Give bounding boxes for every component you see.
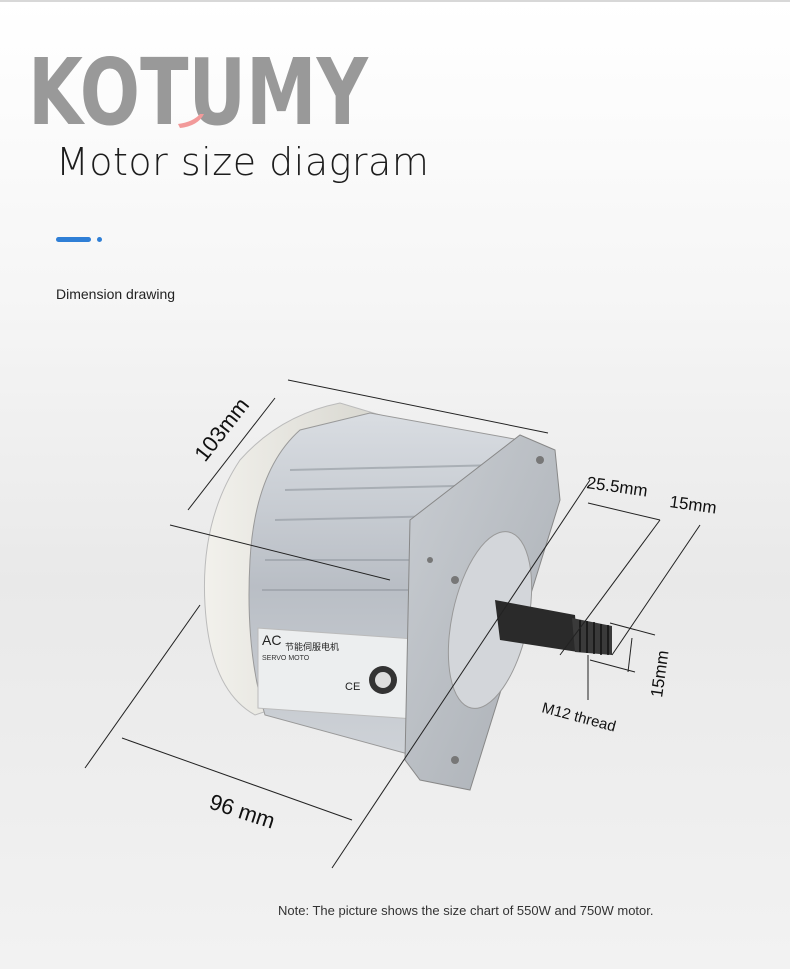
label-name-en: SERVO MOTO	[262, 655, 310, 662]
motor-dimension-diagram: AC 节能伺服电机 SERVO MOTO CE 1	[84, 379, 718, 869]
dimension-thread: M12 thread	[540, 699, 618, 735]
dimension-depth: 96 mm	[206, 789, 278, 834]
dimension-lines	[84, 379, 701, 869]
label-name-cn: 节能伺服电机	[285, 641, 339, 652]
motor-shaft	[495, 600, 612, 655]
dimension-flange: 25.5mm	[585, 473, 648, 500]
label-type: AC	[262, 632, 281, 648]
accent-bar	[56, 237, 91, 242]
dimension-shaft-diameter: 15mm	[647, 649, 672, 698]
footer-note: Note: The picture shows the size chart o…	[278, 903, 654, 918]
brand-logo: KOTUMY	[28, 44, 369, 134]
page-title: Motor size diagram	[56, 140, 430, 184]
accent-dot	[97, 237, 102, 242]
label-mark: CE	[345, 681, 360, 693]
top-divider	[0, 0, 790, 2]
section-subtitle: Dimension drawing	[56, 286, 176, 302]
dimension-shaft-length: 15mm	[668, 492, 717, 517]
motor-flange	[404, 434, 561, 791]
